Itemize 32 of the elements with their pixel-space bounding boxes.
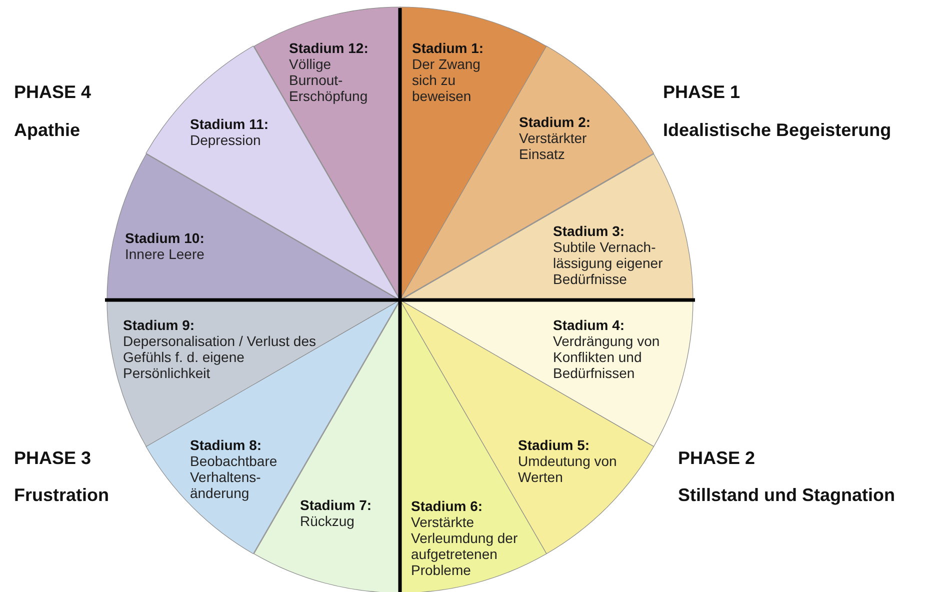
stage-description: Depression — [190, 132, 262, 148]
stage-heading: Stadium 7: — [300, 497, 373, 513]
stage-description: Verdrängung von Konflikten und Bedürfnissen — [553, 333, 661, 381]
stage-description: Depersonalisation / Verlust des Gefühls f. d. eigene Persönlichkeit — [123, 333, 317, 381]
stage-description: Verstärkter Einsatz — [519, 130, 588, 162]
stage-heading: Stadium 1: — [412, 40, 485, 56]
stage-heading: Stadium 9: — [123, 317, 196, 333]
stage-description: Rückzug — [300, 513, 356, 529]
phase-title: PHASE 1 — [663, 82, 740, 103]
stage-heading: Stadium 10: — [125, 230, 206, 246]
stage-heading: Stadium 4: — [553, 317, 626, 333]
stage-description: Der Zwang sich zu beweisen — [412, 56, 482, 104]
stage-heading: Stadium 8: — [190, 437, 263, 453]
phase-title: PHASE 2 — [678, 448, 756, 469]
phase-title: PHASE 3 — [14, 448, 92, 469]
stage-description: Umdeutung von Werten — [518, 453, 618, 485]
stage-heading: Stadium 6: — [411, 498, 484, 514]
stage-heading: Stadium 11: — [190, 116, 270, 132]
stage-description: Völlige Burnout-Erschöpfung — [289, 56, 369, 104]
phase-name: Idealistische Begeisterung — [663, 120, 892, 141]
stage-heading: Stadium 12: — [289, 40, 370, 56]
stage-description: Subtile Vernach-lässigung eigener Bedürfnisse — [553, 239, 664, 287]
stage-description: Beobachtbare Verhaltens-änderung — [190, 453, 278, 501]
phase-title: PHASE 4 — [14, 82, 92, 103]
stage-heading: Stadium 2: — [519, 114, 592, 130]
phase-name: Stillstand und Stagnation — [678, 485, 895, 506]
stage-heading: Stadium 3: — [553, 223, 626, 239]
phase-name: Apathie — [14, 120, 80, 141]
stage-description: Innere Leere — [125, 246, 206, 262]
stage-heading: Stadium 5: — [518, 437, 591, 453]
phase-name: Frustration — [14, 485, 110, 506]
stage-description: Verstärkte Verleumdung der aufgetretenen Probleme — [411, 514, 519, 578]
